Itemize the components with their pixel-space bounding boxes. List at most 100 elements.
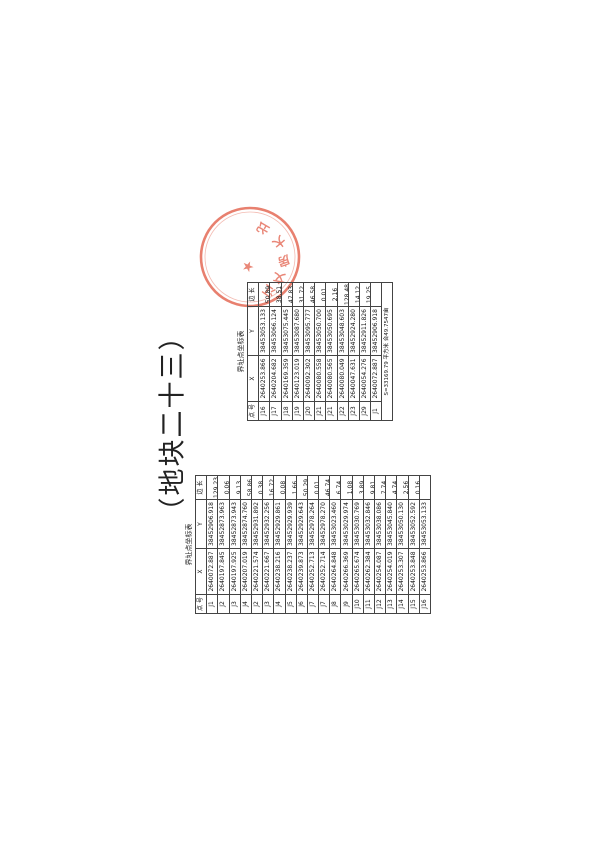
y-cell: 38452873.943 bbox=[229, 499, 241, 549]
dist-cell: 1.66 bbox=[285, 475, 297, 500]
y-cell: 38452978.264 bbox=[307, 499, 319, 549]
point-cell: J7 bbox=[318, 594, 330, 614]
header-x: X bbox=[195, 548, 207, 595]
dist-cell: 0.06 bbox=[217, 475, 230, 500]
y-cell: 38453030.769 bbox=[352, 499, 364, 549]
dist-cell: 16.72 bbox=[262, 475, 274, 500]
dist-cell: 128.48 bbox=[337, 282, 349, 307]
dist-cell: 31.72 bbox=[292, 282, 304, 307]
dist-cell: 38.51 bbox=[269, 282, 282, 307]
x-cell: 2640169.359 bbox=[281, 355, 293, 402]
dist-cell: 0.16 bbox=[408, 475, 420, 500]
x-cell: 2640238.216 bbox=[273, 548, 285, 595]
dist-cell: 50.29 bbox=[296, 475, 308, 500]
y-cell: 38453023.460 bbox=[329, 499, 341, 549]
dist-cell: 46.58 bbox=[303, 282, 315, 307]
area-note: S=33169.79 平方米 合49.7547亩 bbox=[381, 282, 393, 421]
y-cell: 38452906.918 bbox=[206, 499, 218, 549]
point-cell: J10 bbox=[352, 594, 364, 614]
svg-text:文: 文 bbox=[271, 270, 286, 287]
point-cell: J1 bbox=[206, 594, 218, 614]
point-cell: J15 bbox=[408, 594, 420, 614]
dist-cell: 0.01 bbox=[307, 475, 319, 500]
dist-cell bbox=[370, 282, 382, 307]
y-cell: 38452929.861 bbox=[273, 499, 285, 549]
y-cell: 38453053.133 bbox=[419, 499, 431, 549]
dist-cell: 47.83 bbox=[281, 282, 293, 307]
y-cell: 38453029.974 bbox=[340, 499, 353, 549]
table-title: 界址点坐标表 bbox=[237, 330, 245, 373]
y-cell: 38453087.680 bbox=[292, 306, 304, 356]
x-cell: 2640252.714 bbox=[318, 548, 330, 595]
x-cell: 2640252.713 bbox=[307, 548, 319, 595]
svg-text:大: 大 bbox=[270, 233, 289, 252]
point-cell: J4 bbox=[240, 594, 252, 614]
x-cell: 2640254.087 bbox=[374, 548, 386, 595]
dist-cell: 9.81 bbox=[363, 475, 375, 500]
point-cell: J3 bbox=[262, 594, 274, 614]
x-cell: 2640253.307 bbox=[396, 548, 409, 595]
point-cell: J11 bbox=[363, 594, 375, 614]
point-cell: J21 bbox=[314, 401, 326, 421]
y-cell: 38452929.643 bbox=[296, 499, 308, 549]
dist-cell: 9.13 bbox=[229, 475, 241, 500]
dist-cell: 1.08 bbox=[340, 475, 353, 500]
dist-cell: 3.89 bbox=[352, 475, 364, 500]
point-cell: J23 bbox=[348, 401, 360, 421]
dist-cell: 2.16 bbox=[325, 282, 337, 307]
point-cell: J22 bbox=[337, 401, 349, 421]
point-cell: J21 bbox=[325, 401, 337, 421]
dist-cell: 0.01 bbox=[314, 282, 326, 307]
dist-cell: 50.89 bbox=[258, 282, 270, 307]
y-cell: 38452931.892 bbox=[251, 499, 263, 549]
x-cell: 2640221.667 bbox=[262, 548, 274, 595]
point-cell: J12 bbox=[374, 594, 386, 614]
point-cell: J6 bbox=[296, 594, 308, 614]
y-cell: 38453075.445 bbox=[281, 306, 293, 356]
y-cell: 38452932.256 bbox=[262, 499, 274, 549]
dist-cell bbox=[419, 475, 431, 500]
y-cell: 38452978.270 bbox=[318, 499, 330, 549]
x-cell: 2640254.019 bbox=[385, 548, 397, 595]
x-cell: 2640072.887 bbox=[370, 355, 382, 402]
dist-cell: 4.74 bbox=[385, 475, 397, 500]
point-cell: J2 bbox=[217, 594, 230, 614]
x-cell: 2640047.631 bbox=[348, 355, 360, 402]
y-cell: 38453050.130 bbox=[396, 499, 409, 549]
y-cell: 38452874.760 bbox=[240, 499, 252, 549]
point-cell: J13 bbox=[385, 594, 397, 614]
x-cell: 2640264.848 bbox=[329, 548, 341, 595]
x-cell: 2640221.574 bbox=[251, 548, 263, 595]
point-cell: J9 bbox=[340, 594, 353, 614]
x-cell: 2640080.049 bbox=[337, 355, 349, 402]
x-cell: 2640080.558 bbox=[314, 355, 326, 402]
x-cell: 2640197.845 bbox=[217, 548, 230, 595]
x-cell: 2640266.369 bbox=[340, 548, 353, 595]
y-cell: 38453053.133 bbox=[258, 306, 270, 356]
dist-cell: 7.74 bbox=[374, 475, 386, 500]
x-cell: 2640054.276 bbox=[359, 355, 371, 402]
dist-cell: 2.56 bbox=[396, 475, 409, 500]
x-cell: 2640253.866 bbox=[419, 548, 431, 595]
point-cell: J2 bbox=[251, 594, 263, 614]
